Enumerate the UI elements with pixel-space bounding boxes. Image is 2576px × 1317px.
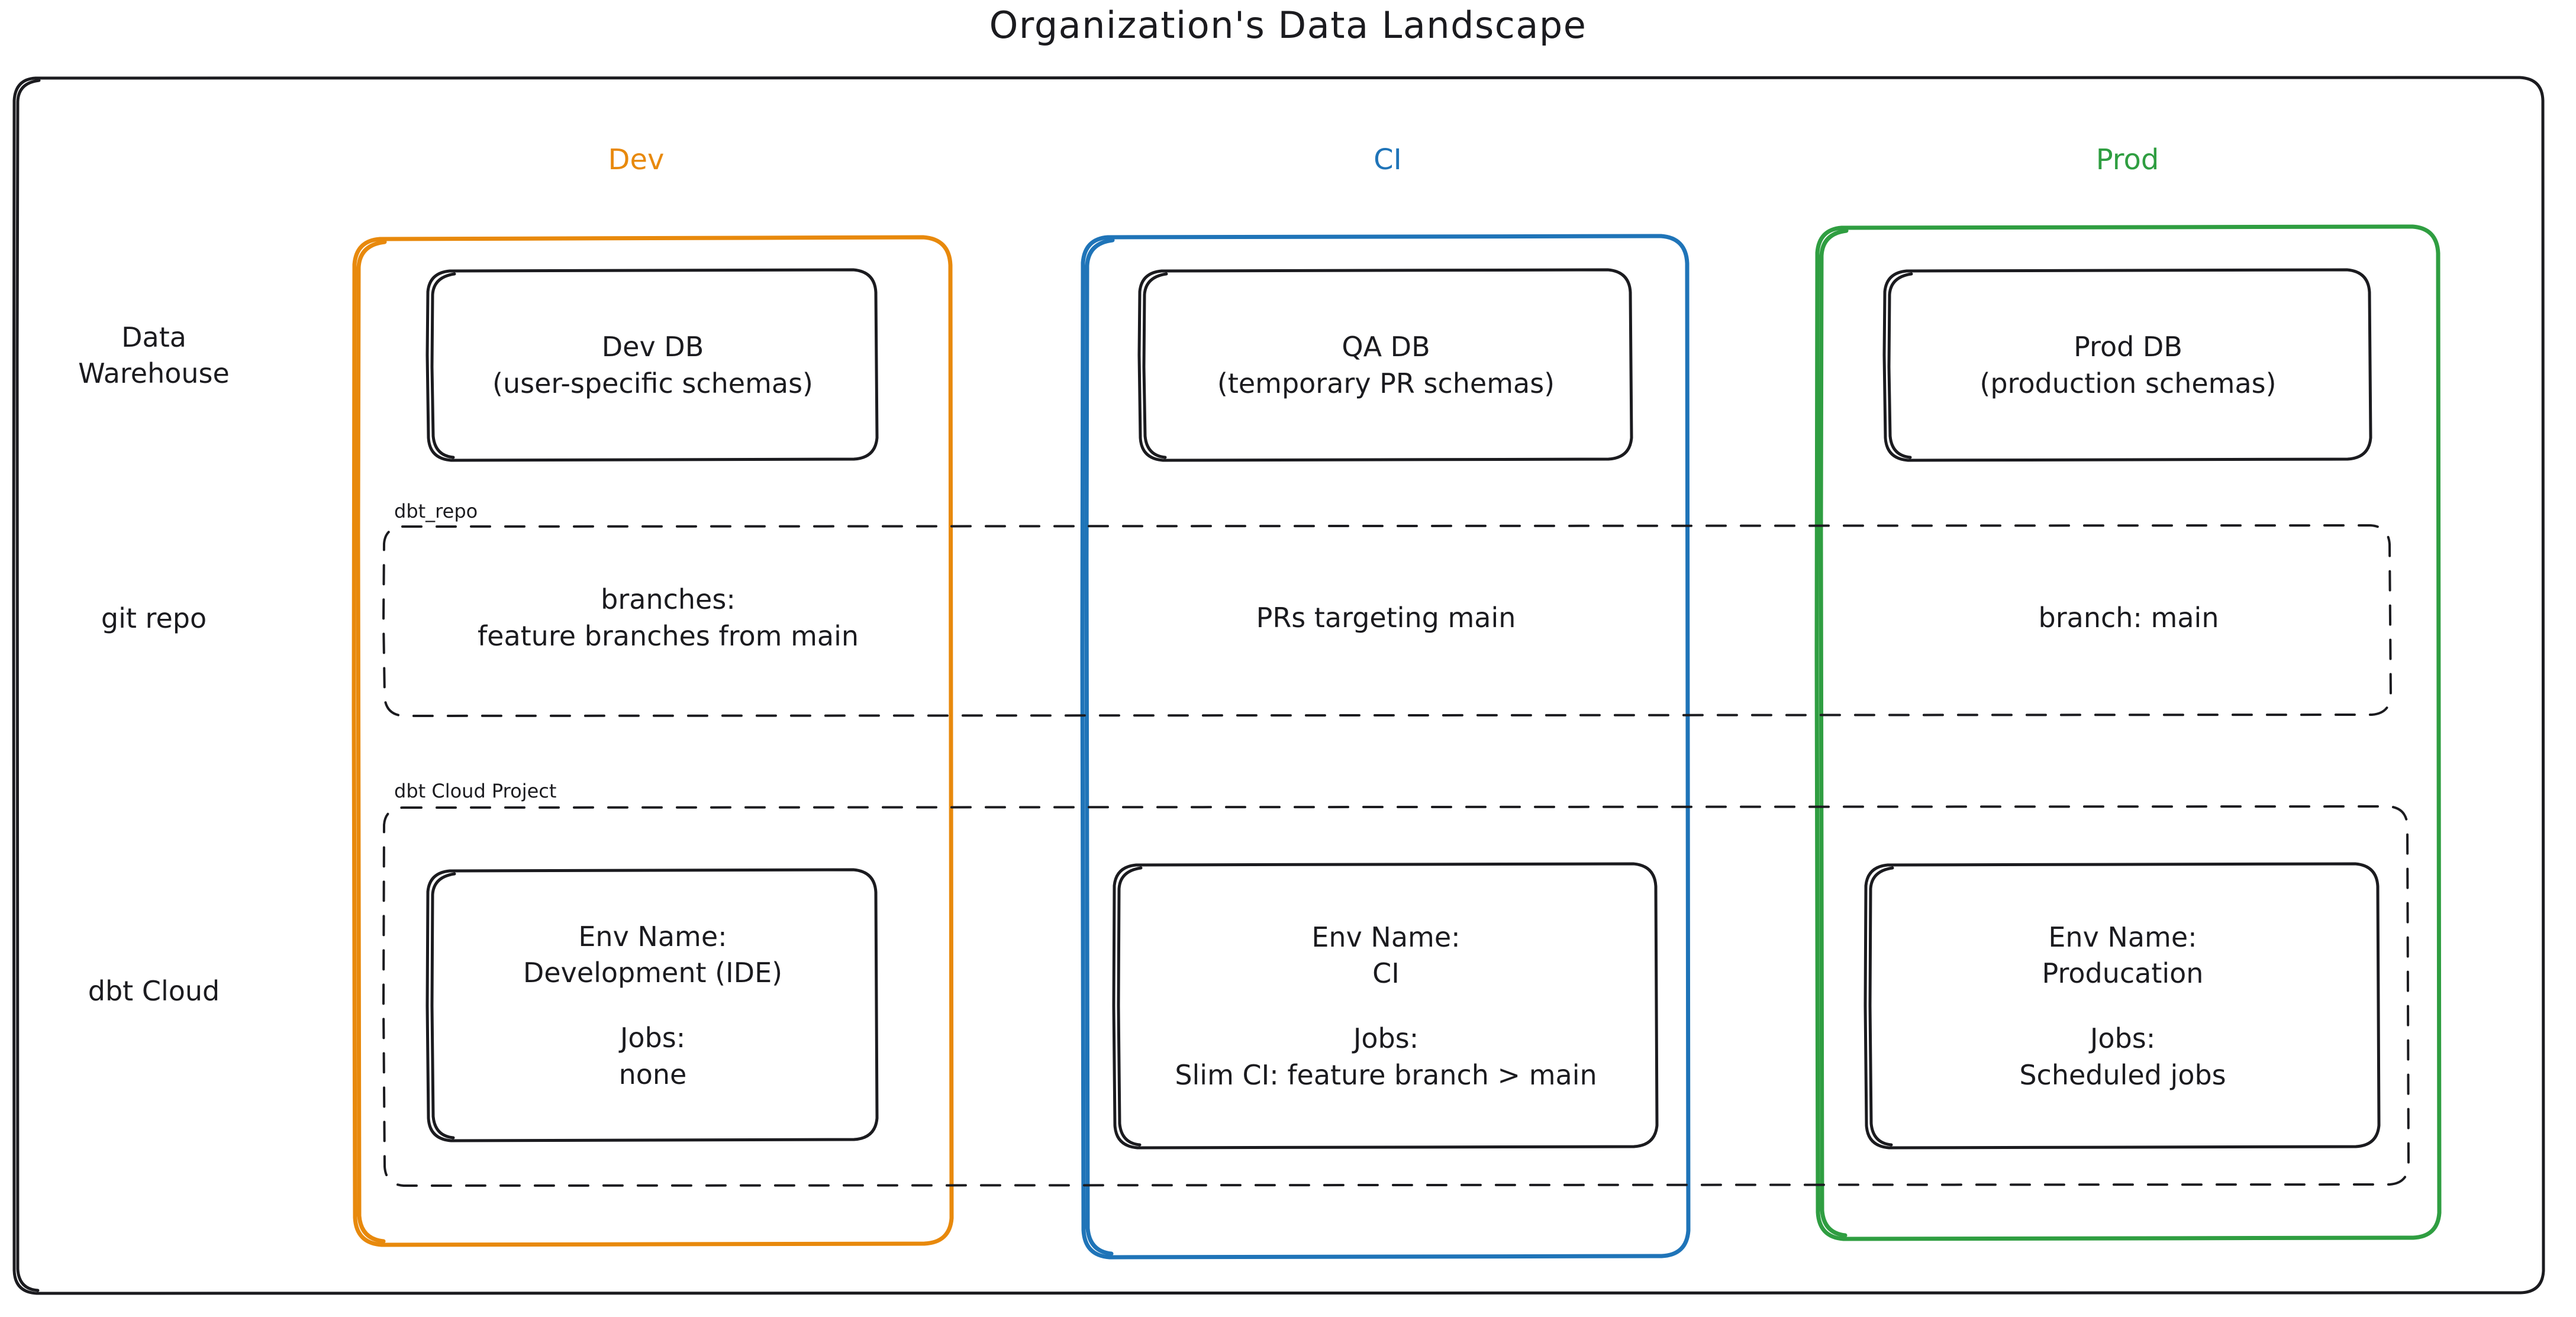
- node-dbt-cloud-ci: Env Name: CI Jobs: Slim CI: feature bran…: [1115, 865, 1657, 1148]
- node-dbt-cloud-dev-jobs-value: none: [618, 1058, 687, 1090]
- node-warehouse-prod-line2: (production schemas): [1979, 367, 2277, 399]
- node-warehouse-dev: Dev DB (user-specific schemas): [428, 271, 877, 460]
- node-warehouse-prod-line1: Prod DB: [2074, 331, 2182, 363]
- node-git-dev-line1: branches:: [601, 583, 736, 616]
- node-dbt-cloud-ci-jobs-value: Slim CI: feature branch > main: [1175, 1058, 1597, 1091]
- row-label-data-warehouse: Data Warehouse: [78, 321, 230, 389]
- node-dbt-cloud-ci-jobs-label: Jobs:: [1353, 1022, 1419, 1054]
- node-git-ci: PRs targeting main: [1084, 556, 1688, 680]
- row-label-git-repo: git repo: [101, 602, 207, 634]
- node-git-ci-line1: PRs targeting main: [1256, 602, 1516, 634]
- node-warehouse-prod: Prod DB (production schemas): [1885, 271, 2371, 460]
- group-caption-dbt-cloud-project: dbt Cloud Project: [394, 780, 557, 802]
- node-git-prod: branch: main: [1818, 556, 2439, 680]
- node-dbt-cloud-prod-jobs-label: Jobs:: [2090, 1022, 2156, 1054]
- node-dbt-cloud-ci-env-label: Env Name:: [1311, 921, 1461, 953]
- column-header-ci: CI: [1374, 143, 1402, 176]
- node-dbt-cloud-dev-env-label: Env Name:: [578, 920, 727, 953]
- column-header-dev: Dev: [608, 143, 665, 176]
- node-dbt-cloud-dev-jobs-label: Jobs:: [620, 1022, 686, 1054]
- node-dbt-cloud-prod-jobs-value: Scheduled jobs: [2019, 1058, 2226, 1091]
- node-git-prod-line1: branch: main: [2038, 602, 2219, 634]
- node-git-dev: branches: feature branches from main: [385, 556, 952, 680]
- group-caption-dbt-repo: dbt_repo: [394, 500, 478, 522]
- node-dbt-cloud-ci-env-value: CI: [1372, 957, 1400, 990]
- node-dbt-cloud-prod: Env Name: Producation Jobs: Scheduled jo…: [1866, 865, 2379, 1148]
- node-warehouse-ci-line2: (temporary PR schemas): [1217, 367, 1555, 399]
- node-dbt-cloud-prod-env-value: Producation: [2042, 957, 2204, 990]
- node-dbt-cloud-prod-env-label: Env Name:: [2048, 921, 2197, 953]
- row-label-dbt-cloud: dbt Cloud: [88, 975, 220, 1007]
- node-git-dev-line2: feature branches from main: [477, 620, 859, 652]
- column-header-prod: Prod: [2095, 143, 2159, 176]
- node-warehouse-dev-line2: (user-specific schemas): [492, 367, 813, 399]
- node-warehouse-ci-line1: QA DB: [1342, 331, 1430, 363]
- node-warehouse-ci: QA DB (temporary PR schemas): [1140, 271, 1632, 460]
- node-dbt-cloud-dev: Env Name: Development (IDE) Jobs: none: [428, 871, 877, 1141]
- node-warehouse-dev-line1: Dev DB: [601, 331, 704, 363]
- page-title: Organization's Data Landscape: [989, 4, 1587, 47]
- node-dbt-cloud-dev-env-value: Development (IDE): [523, 957, 783, 989]
